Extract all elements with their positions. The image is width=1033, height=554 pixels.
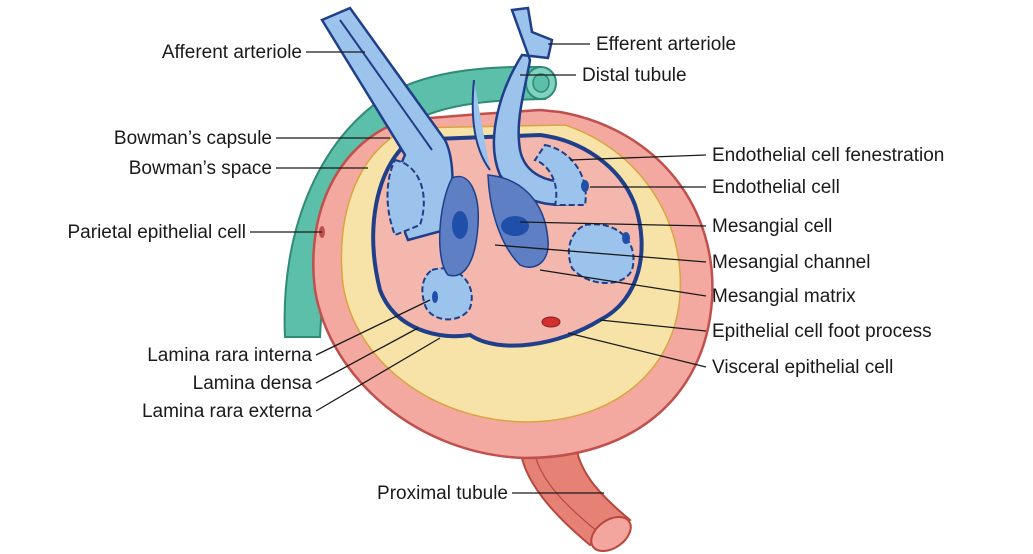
label-bowmans-space: Bowman’s space <box>129 158 272 179</box>
label-lamina-densa: Lamina densa <box>193 373 313 394</box>
label-endothelial-cell-fenestration: Endothelial cell fenestration <box>712 145 944 166</box>
label-mesangial-channel: Mesangial channel <box>712 252 870 273</box>
label-distal-tubule: Distal tubule <box>582 65 687 86</box>
label-proximal-tubule: Proximal tubule <box>377 483 508 504</box>
label-efferent-arteriole: Efferent arteriole <box>596 34 736 55</box>
label-endothelial-cell: Endothelial cell <box>712 177 840 198</box>
label-mesangial-cell: Mesangial cell <box>712 216 832 237</box>
label-lamina-rara-externa: Lamina rara externa <box>142 401 312 422</box>
label-visceral-epithelial-cell: Visceral epithelial cell <box>712 357 893 378</box>
label-parietal-epithelial-cell: Parietal epithelial cell <box>68 222 247 243</box>
label-epithelial-cell-foot-process: Epithelial cell foot process <box>712 321 932 342</box>
label-afferent-arteriole: Afferent arteriole <box>162 42 302 63</box>
label-mesangial-matrix: Mesangial matrix <box>712 286 856 307</box>
label-bowmans-capsule: Bowman’s capsule <box>114 128 272 149</box>
label-lamina-rara-interna: Lamina rara interna <box>147 345 312 366</box>
